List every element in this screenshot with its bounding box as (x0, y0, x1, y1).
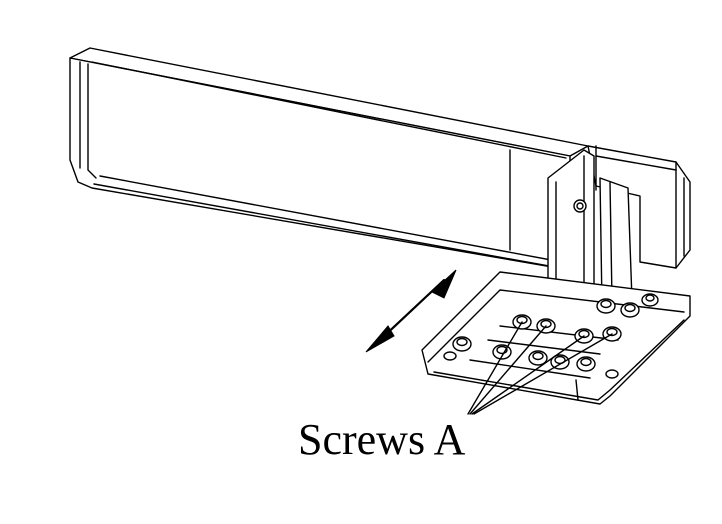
screw-icon (452, 336, 472, 352)
screw-icon (528, 350, 548, 366)
screw-icon (443, 351, 457, 361)
screw-icon (550, 354, 570, 370)
back-rail-segment (509, 145, 691, 269)
screw-icon (620, 302, 640, 318)
leader-lines (467, 321, 613, 415)
long-rail (69, 47, 589, 271)
screw-icon (596, 298, 616, 314)
screw-icon (605, 369, 619, 379)
double-arrow-icon (365, 269, 457, 353)
screw-icon (641, 293, 659, 307)
screw-icon (576, 356, 596, 372)
screws-a-label: Screws A (298, 415, 466, 464)
